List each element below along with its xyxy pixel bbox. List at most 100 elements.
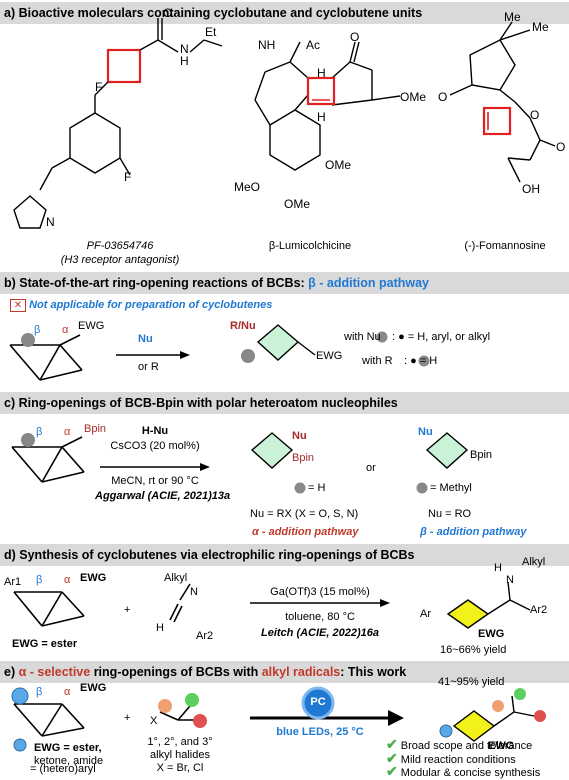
label-beta-c: β (36, 426, 43, 438)
label-h-a1: H (180, 54, 189, 68)
label-h-a2: H (317, 66, 326, 80)
reagent-r: or R (138, 361, 159, 373)
check-icon: ✔ (386, 750, 398, 766)
benefit-2: ✔ Mild reaction conditions (386, 750, 516, 766)
label-nu-c2: Nu (418, 426, 433, 438)
label-alpha-b: α (62, 324, 69, 336)
warning-text: Not applicable for preparation of cyclob… (29, 299, 273, 311)
label-n-a1: N (180, 42, 189, 56)
catalyst-d: Ga(OTf)3 (15 mol%) (270, 586, 370, 598)
left-dot-def: = H (308, 482, 326, 494)
label-ome-2: OMe (325, 158, 352, 172)
label-alpha-d: α (64, 574, 71, 586)
with-nu-label: with Nu (344, 331, 381, 343)
halides-line2: alkyl halides (150, 749, 210, 761)
label-h-d: H (156, 622, 164, 634)
label-bpin-c1: Bpin (84, 423, 107, 435)
label-beta-e: β (36, 686, 43, 698)
cyclobutene-ring-fomannosine (482, 106, 512, 136)
conditions-d: toluene, 80 °C (285, 611, 355, 623)
section-b-header: b) State-of-the-art ring-opening reactio… (0, 272, 569, 294)
benefit-3: ✔ Modular & concise synthesis (386, 763, 541, 779)
label-f2: F (124, 170, 132, 184)
reference-c: Aggarwal (ACIE, 2021)13a (95, 490, 231, 502)
section-e-title-mid: ring-openings of BCBs with (90, 665, 262, 679)
section-d-header: d) Synthesis of cyclobutenes via electro… (0, 544, 569, 566)
compound-name-pf: PF-03654746 (86, 240, 154, 252)
with-nu-value: : ● = H, aryl, or alkyl (392, 331, 491, 343)
label-ac: Ac (306, 38, 321, 52)
section-e-header: e) α - selective ring-openings of BCBs w… (0, 661, 569, 683)
right-nu-def: Nu = RO (428, 508, 472, 520)
section-d-title: d) Synthesis of cyclobutenes via electro… (4, 548, 415, 562)
conditions-c: MeCN, rt or 90 °C (111, 475, 199, 487)
label-ewg-e1: EWG (80, 682, 107, 694)
label-ar2-product: Ar2 (530, 604, 548, 616)
halides-line3: X = Br, Cl (156, 762, 204, 774)
ewg-def-e2: ketone, amide (34, 755, 104, 767)
section-a-header: a) Bioactive moleculars containing cyclo… (0, 2, 569, 24)
label-alpha-e: α (64, 686, 71, 698)
label-bpin-c3: Bpin (470, 449, 493, 461)
compound-name-fomannosine: (-)-Fomannosine (464, 240, 546, 252)
label-beta-d: β (36, 574, 43, 586)
label-ewg-b2: EWG (316, 350, 343, 362)
catalyst-c: CsCO3 (20 mol%) (110, 440, 200, 452)
label-alpha-c: α (64, 426, 71, 438)
label-ar-product: Ar (420, 608, 431, 620)
label-nu-c1: Nu (292, 430, 307, 442)
label-ewg-b1: EWG (78, 320, 105, 332)
product-label-b: R/Nu (230, 320, 256, 332)
label-o-a3: O (438, 90, 448, 104)
label-et: Et (205, 25, 217, 39)
section-e-title-alkyl: alkyl radicals (261, 665, 341, 679)
label-alkyl-d: Alkyl (164, 572, 188, 584)
left-nu-def: Nu = RX (X = O, S, N) (250, 508, 359, 520)
label-n-d: N (190, 586, 198, 598)
warning-row: ✕ Not applicable for preparation of cycl… (10, 299, 272, 312)
reagent-h-nu: H-Nu (141, 425, 169, 437)
label-ewg-d1: EWG (80, 572, 107, 584)
label-n-d2: N (506, 574, 514, 586)
check-icon: ✔ (386, 763, 398, 779)
label-me-2: Me (532, 20, 549, 34)
label-h-a3: H (317, 110, 326, 124)
label-me-1: Me (504, 10, 521, 24)
label-x-e: X (150, 715, 158, 727)
label-ome-1: OMe (400, 90, 427, 104)
section-e-title-label: e) (4, 665, 19, 679)
label-o-a4: O (530, 108, 540, 122)
yield-e: 41~95% yield (438, 676, 505, 688)
label-ewg-e2: EWG (488, 740, 515, 752)
close-icon: ✕ (10, 299, 26, 312)
photocatalyst-icon (301, 686, 335, 720)
section-b-title-highlight: β - addition pathway (308, 276, 429, 290)
check-icon: ✔ (386, 736, 398, 752)
ewg-def-e: EWG = ester, (34, 742, 102, 754)
label-n-pyrrolidine: N (46, 215, 55, 229)
label-bpin-c2: Bpin (292, 452, 315, 464)
label-alkyl-d2: Alkyl (522, 556, 546, 568)
with-r-label: with R (362, 355, 393, 367)
label-ewg-d2: EWG (478, 628, 505, 640)
plus-d: + (124, 604, 131, 616)
label-o-a1: O (163, 6, 173, 20)
section-a-title: a) Bioactive moleculars containing cyclo… (4, 6, 423, 20)
pc-label: PC (310, 696, 326, 708)
yield-d: 16~66% yield (440, 644, 507, 656)
right-dot-def: = Methyl (430, 482, 472, 494)
section-c-title: c) Ring-openings of BCB-Bpin with polar … (4, 396, 398, 410)
section-e-title-end: : This work (340, 665, 407, 679)
label-o-a2: O (350, 30, 360, 44)
section-e-title-alpha: α - selective (18, 665, 91, 679)
label-nh: NH (258, 38, 276, 52)
reference-d: Leitch (ACIE, 2022)16a (261, 627, 379, 639)
compound-note-pf: (H3 receptor antagonist) (60, 254, 180, 266)
label-ar1: Ar1 (4, 576, 22, 588)
ewg-def-d: EWG = ester (12, 638, 78, 650)
section-b-title: b) State-of-the-art ring-opening reactio… (4, 276, 309, 290)
